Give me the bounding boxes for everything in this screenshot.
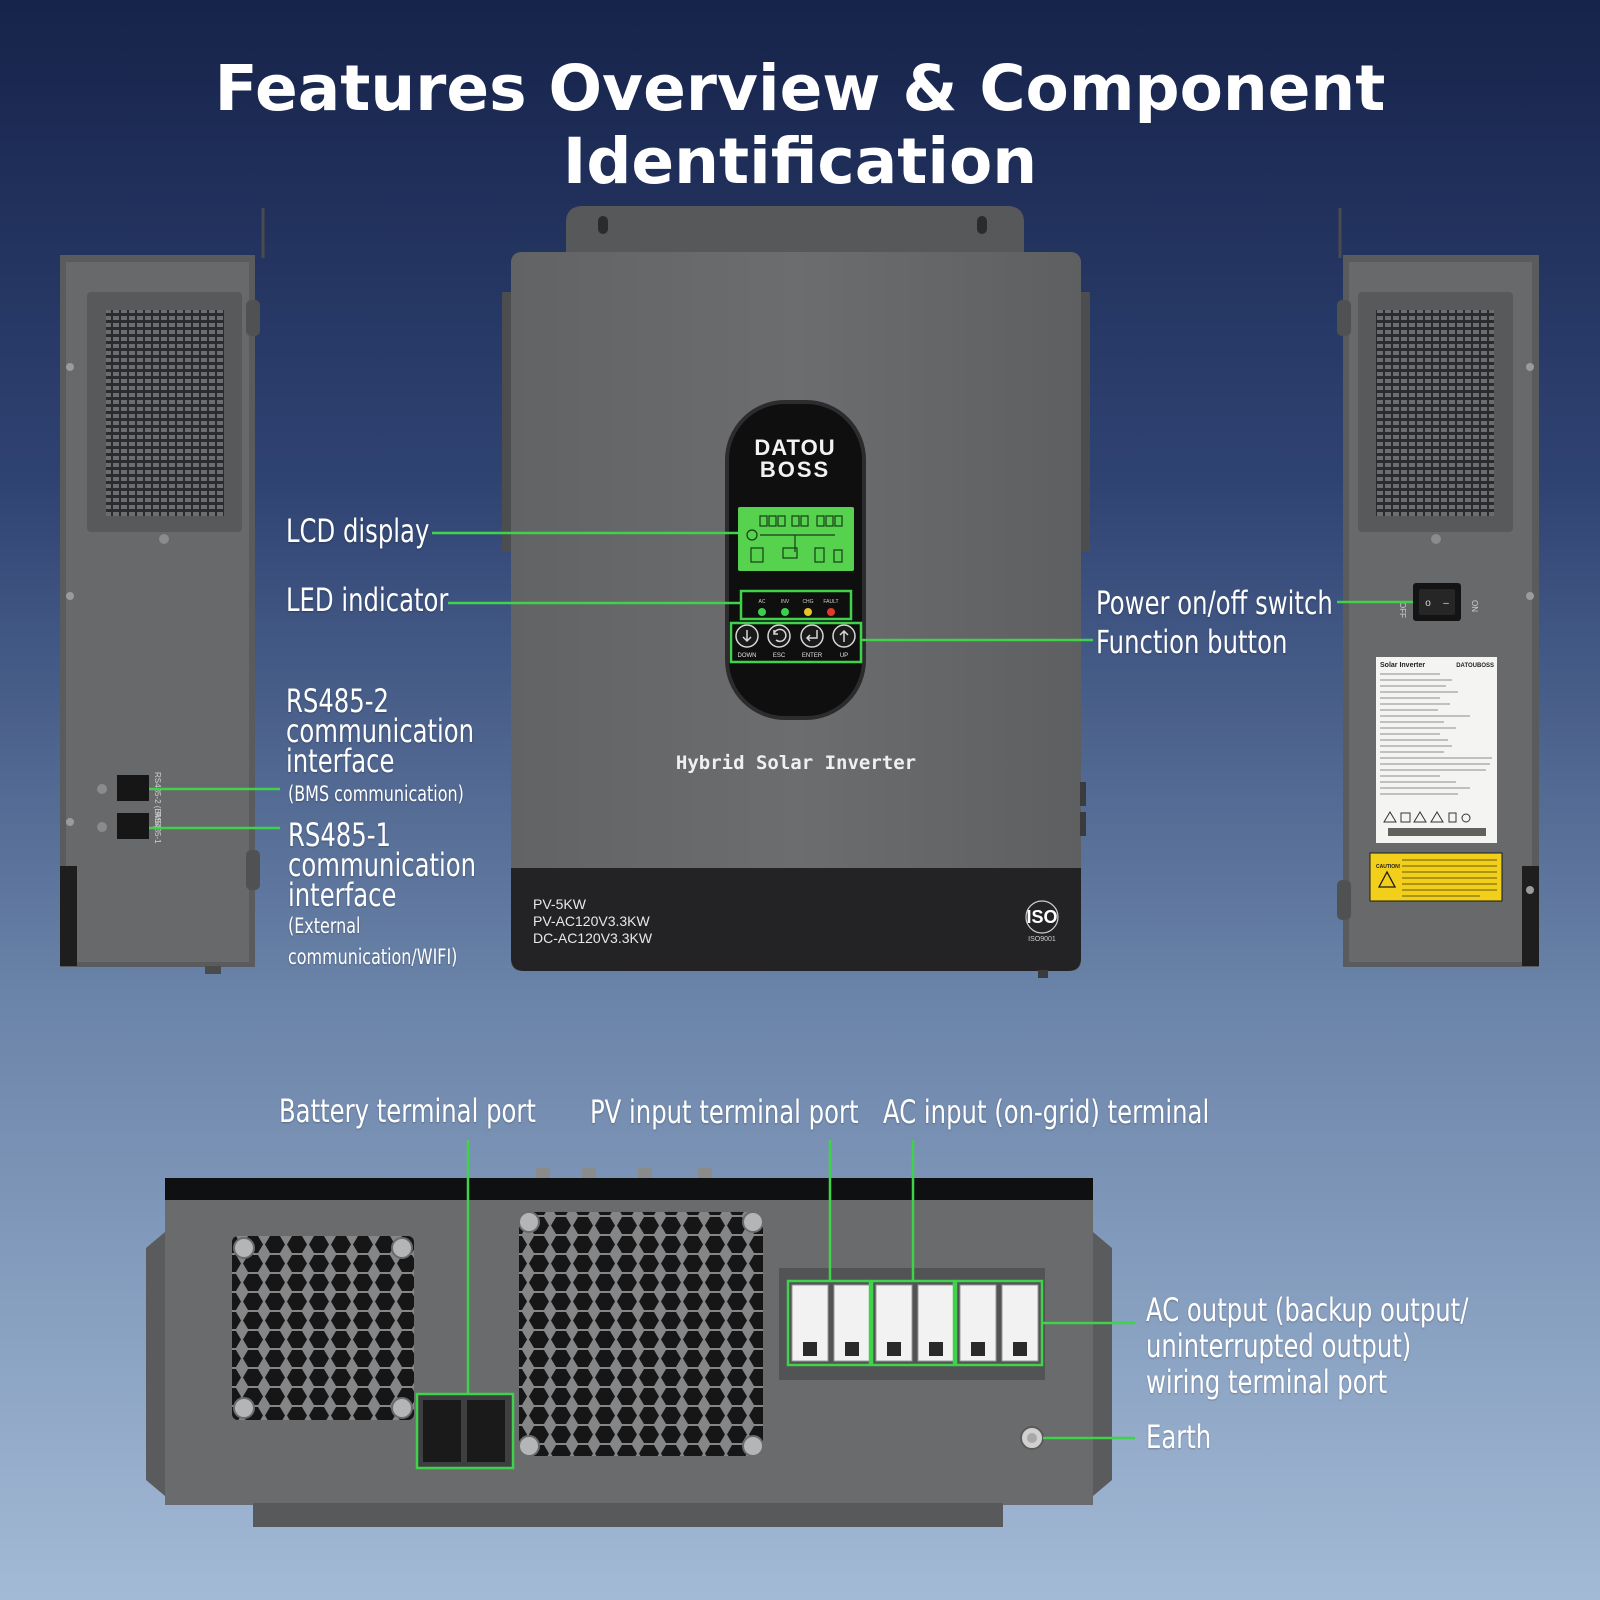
nameplate-symbols <box>1383 811 1471 823</box>
rs485-2-note: (BMS communication) <box>288 782 464 806</box>
svg-text:o: o <box>1425 598 1431 609</box>
led-inv <box>781 608 789 616</box>
caution-fine-print <box>1402 859 1497 897</box>
front-view: DATOU BOSS AC INV CHG FAULT <box>502 206 1090 978</box>
rs485-1-label: RS485-1 communication interface <box>288 816 477 914</box>
brand-logo-bottom: BOSS <box>760 457 830 482</box>
right-vent-grille <box>1376 310 1494 516</box>
nameplate-title: Solar Inverter <box>1380 662 1425 669</box>
iso-globe-icon <box>1025 900 1059 934</box>
iso-mark: ISO <box>1026 907 1057 927</box>
product-name: Hybrid Solar Inverter <box>676 752 916 774</box>
brand-logo-top: DATOU <box>754 435 835 460</box>
led-fault <box>827 608 835 616</box>
esc-return-icon <box>773 628 787 643</box>
down-button-label: DOWN <box>738 653 757 659</box>
nameplate-spec-lines <box>1380 673 1492 795</box>
callout-lines <box>149 531 1413 1470</box>
barcode <box>1388 828 1486 836</box>
battery-terminal-negative <box>423 1400 461 1462</box>
ac-input-label: AC input (on-grid) terminal <box>883 1093 1210 1131</box>
led-highlight-box <box>739 589 853 621</box>
led-label-chg: CHG <box>802 599 813 605</box>
up-arrow-icon <box>839 629 849 642</box>
led-label-inv: INV <box>781 599 790 605</box>
model-line-1: PV-5KW <box>533 896 587 912</box>
bottom-top-edge <box>165 1178 1093 1202</box>
buttons-highlight-box <box>729 621 863 664</box>
battery-port-label: Battery terminal port <box>279 1092 536 1130</box>
down-arrow-icon <box>742 630 752 643</box>
function-buttons: DOWN ESC ENTER UP <box>735 624 856 659</box>
page-title: Features Overview & Component Identifica… <box>214 52 1386 198</box>
battery-highlight-box <box>415 1392 515 1470</box>
rs485-1-note: (External communication/WIFI) <box>288 914 458 969</box>
rs485-2-port <box>117 775 149 801</box>
right-side-view: o – OFF ON Solar Inverter DATOUBOSS <box>1337 208 1539 967</box>
lcd-segments <box>746 515 843 563</box>
left-side-view: RS485-2 (BMS) RS485-1 <box>60 208 265 974</box>
pv-port-label: PV input terminal port <box>590 1093 859 1131</box>
lcd-display-label: LCD display <box>286 512 430 550</box>
front-base-strip <box>511 868 1081 971</box>
model-line-3: DC-AC120V3.3KW <box>533 930 653 946</box>
iso-sub: ISO9001 <box>1028 936 1056 943</box>
led-chg <box>804 608 812 616</box>
switch-off-mark: OFF <box>1398 602 1407 618</box>
nameplate <box>1376 657 1497 843</box>
led-panel: AC INV CHG FAULT <box>758 599 839 616</box>
warning-icon <box>1377 870 1397 888</box>
esc-button-label: ESC <box>773 653 786 659</box>
rs485-2-label: RS485-2 communication interface <box>286 682 475 780</box>
up-button-label: UP <box>840 653 848 659</box>
rs485-2-port-label: RS485-2 (BMS) <box>153 772 162 829</box>
esc-button[interactable] <box>767 624 791 648</box>
led-ac <box>758 608 766 616</box>
power-switch-label: Power on/off switch <box>1096 584 1333 622</box>
led-indicator-label: LED indicator <box>286 581 449 619</box>
led-label-ac: AC <box>759 599 766 605</box>
enter-icon <box>805 630 818 642</box>
led-label-fault: FAULT <box>823 599 838 605</box>
function-button-label: Function button <box>1096 623 1288 661</box>
rs485-1-port <box>117 813 149 839</box>
battery-terminal-positive <box>467 1400 505 1462</box>
ac-output-label: AC output (backup output/ uninterrupted … <box>1146 1291 1469 1401</box>
left-fan-grille <box>232 1236 414 1420</box>
nameplate-brand: DATOUBOSS <box>1456 663 1494 669</box>
enter-button-label: ENTER <box>802 653 823 659</box>
left-vent-grille <box>106 310 224 516</box>
terminal-breakers <box>791 1284 1039 1362</box>
switch-on-mark: ON <box>1470 600 1479 612</box>
center-fan-grille <box>519 1212 763 1456</box>
enter-button[interactable] <box>800 624 824 648</box>
svg-text:–: – <box>1443 598 1449 609</box>
caution-text: CAUTION! <box>1376 864 1401 870</box>
caution-label <box>1369 852 1503 902</box>
mounting-bracket <box>566 206 1024 252</box>
earth-label: Earth <box>1146 1418 1212 1456</box>
model-line-2: PV-AC120V3.3KW <box>533 913 651 929</box>
bottom-view <box>146 1168 1112 1527</box>
